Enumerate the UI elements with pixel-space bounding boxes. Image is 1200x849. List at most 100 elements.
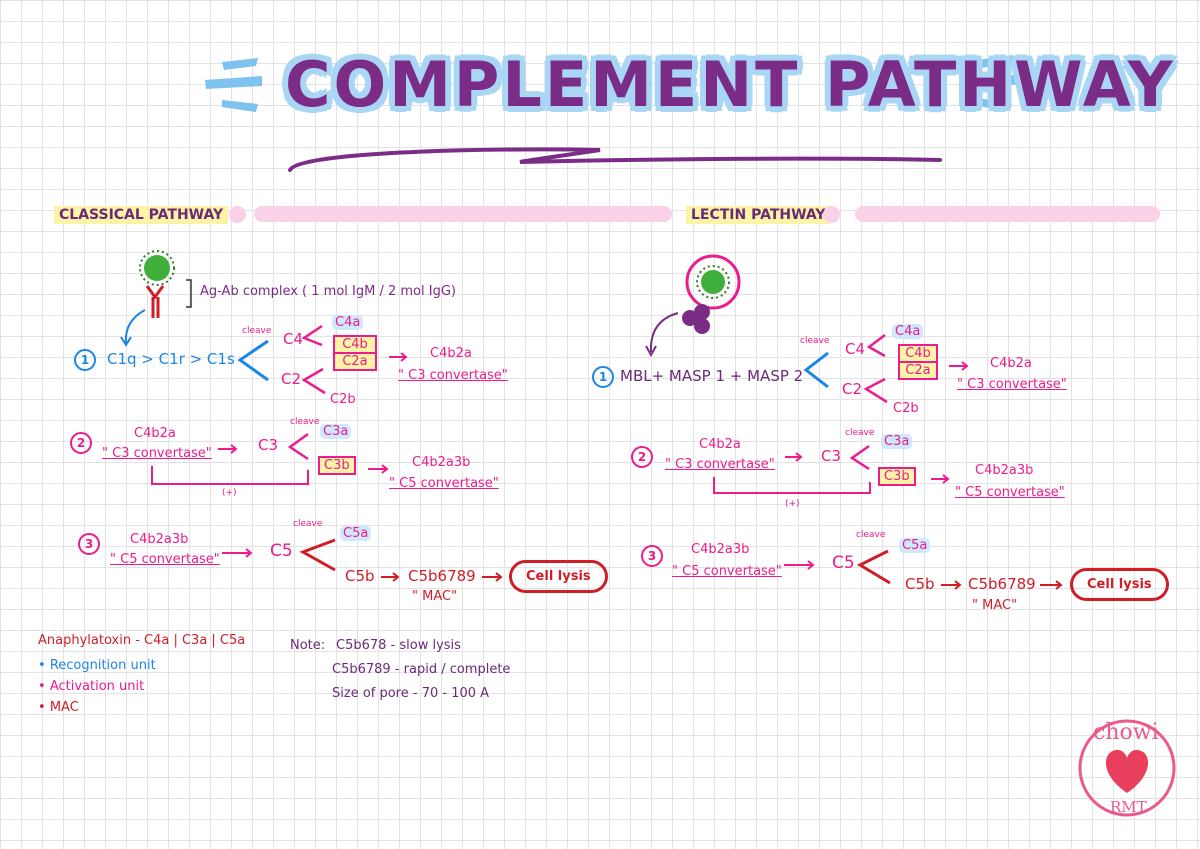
branch-c3 [287, 432, 309, 461]
left-dash-mid [205, 76, 262, 89]
right-dash-top [978, 55, 1014, 68]
lectin-c3-label: C3 [821, 447, 842, 465]
ag-ab-bracket [186, 279, 192, 308]
right-dash-mid [972, 74, 1028, 87]
c4b2a3b-label: C4b2a3b [412, 455, 471, 470]
left-dash-bot [222, 100, 258, 112]
note-line-3: Size of pore - 70 - 100 A [332, 686, 490, 701]
page-title: COMPLEMENT PATHWAY [285, 48, 1176, 121]
step1-number: 1 [74, 349, 96, 371]
branch-c1s [237, 339, 269, 382]
lectin-cleave-1: cleave [800, 336, 830, 346]
classical-bar [254, 206, 672, 222]
c2b-label: C2b [330, 392, 356, 407]
feedback-line [151, 466, 309, 485]
title-underline [288, 147, 942, 172]
lectin-step2-number: 2 [631, 446, 653, 468]
lectin-c5b6789-label: C5b6789 [968, 575, 1036, 593]
c5b6789-label: C5b6789 [408, 567, 476, 585]
lectin-c5a-label: C5a [899, 538, 931, 553]
lectin-c4b-c2a-box: C4b C2a [898, 344, 938, 380]
c5b-label: C5b [345, 567, 375, 585]
virus-icon [139, 250, 175, 286]
antibody-icon [145, 285, 165, 318]
c4b-label: C4b [335, 337, 375, 354]
curved-arrow-1 [124, 309, 146, 344]
cleave-label-2: cleave [290, 417, 320, 427]
branch-c2 [301, 367, 326, 395]
c5-convertase-label: " C5 convertase" [389, 476, 499, 491]
lectin-c5-label: C5 [832, 553, 855, 573]
cell-lysis-badge: Cell lysis [509, 560, 608, 593]
lectin-ring [685, 254, 741, 310]
classical-dot [229, 206, 246, 223]
cleave-label-1: cleave [242, 326, 272, 336]
lectin-c2b-label: C2b [893, 401, 919, 416]
legend-mac: • MAC [38, 700, 79, 715]
lectin-dot [823, 206, 840, 223]
step2-c3-convertase: " C3 convertase" [102, 446, 212, 461]
c5a-label: C5a [340, 526, 372, 541]
lectin-c5-convertase: " C5 convertase" [955, 485, 1065, 500]
step3-c4b2a3b: C4b2a3b [130, 532, 189, 547]
lectin-mac-label: " MAC" [972, 598, 1018, 613]
lectin-c3a-label: C3a [881, 434, 913, 449]
c3b-box: C3b [318, 456, 356, 475]
heart-icon [1105, 749, 1149, 793]
lectin-c4-label: C4 [845, 340, 866, 358]
lectin-plus-label: (+) [785, 499, 800, 509]
title-decoration [205, 55, 1028, 172]
lectin-step2-c3-convertase: " C3 convertase" [665, 457, 775, 472]
lectin-bar [855, 206, 1160, 222]
step3-c5-convertase: " C5 convertase" [110, 552, 220, 567]
branch-c4 [301, 324, 323, 347]
lectin-step3-c4b2a3b: C4b2a3b [691, 542, 750, 557]
mac-label: " MAC" [412, 589, 458, 604]
lectin-c4b-label: C4b [900, 346, 936, 363]
lectin-c4b2a3b-label: C4b2a3b [975, 463, 1034, 478]
logo-bottom-text: RMT [1110, 798, 1147, 816]
mbl-icon [682, 304, 710, 334]
right-dash-bot [978, 98, 1012, 111]
lectin-step3-number: 3 [641, 545, 663, 567]
lectin-cell-lysis-badge: Cell lysis [1070, 568, 1169, 601]
note-line-1: C5b678 - slow lysis [336, 638, 461, 653]
plus-label: (+) [222, 488, 237, 498]
lectin-cleave-3: cleave [856, 530, 886, 540]
step2-c4b2a: C4b2a [134, 426, 176, 441]
anaphylatoxin-note: Anaphylatoxin - C4a | C3a | C5a [38, 633, 246, 648]
step2-number: 2 [70, 432, 92, 454]
legend-recognition: • Recognition unit [38, 658, 156, 673]
note-label: Note: [290, 638, 326, 653]
left-dash-top [222, 58, 258, 70]
legend-activation: • Activation unit [38, 679, 145, 694]
chowi-logo [1078, 719, 1176, 817]
lectin-step2-c4b2a: C4b2a [699, 437, 741, 452]
lectin-c3-convertase: " C3 convertase" [957, 377, 1067, 392]
lectin-c4a-label: C4a [892, 324, 924, 339]
c2-label: C2 [281, 370, 302, 388]
lectin-cleave-2: cleave [845, 428, 875, 438]
c1-cascade: C1q > C1r > C1s [107, 350, 235, 368]
step3-number: 3 [78, 533, 100, 555]
c4a-label: C4a [332, 315, 364, 330]
lectin-c2-label: C2 [842, 380, 863, 398]
note-line-2: C5b6789 - rapid / complete [332, 662, 511, 677]
ag-ab-label: Ag-Ab complex ( 1 mol IgM / 2 mol IgG) [200, 284, 456, 299]
lectin-mbl-masp: MBL+ MASP 1 + MASP 2 [620, 367, 804, 385]
lectin-step3-c5-convertase: " C5 convertase" [672, 564, 782, 579]
cleave-label-3: cleave [293, 519, 323, 529]
lectin-heading: LECTIN PATHWAY [686, 206, 831, 224]
lectin-c2a-label: C2a [905, 363, 931, 378]
c4-label: C4 [283, 330, 304, 348]
c5-label: C5 [270, 541, 293, 561]
c3-convertase-label: " C3 convertase" [398, 368, 508, 383]
branch-c5 [299, 538, 336, 572]
classical-heading: CLASSICAL PATHWAY [54, 206, 229, 224]
lectin-branch-masp [803, 351, 829, 389]
lectin-step1-number: 1 [592, 366, 614, 388]
c4b2a-label: C4b2a [430, 346, 472, 361]
c4b-c2a-box: C4b C2a [333, 335, 377, 371]
c2a-label: C2a [342, 354, 368, 369]
